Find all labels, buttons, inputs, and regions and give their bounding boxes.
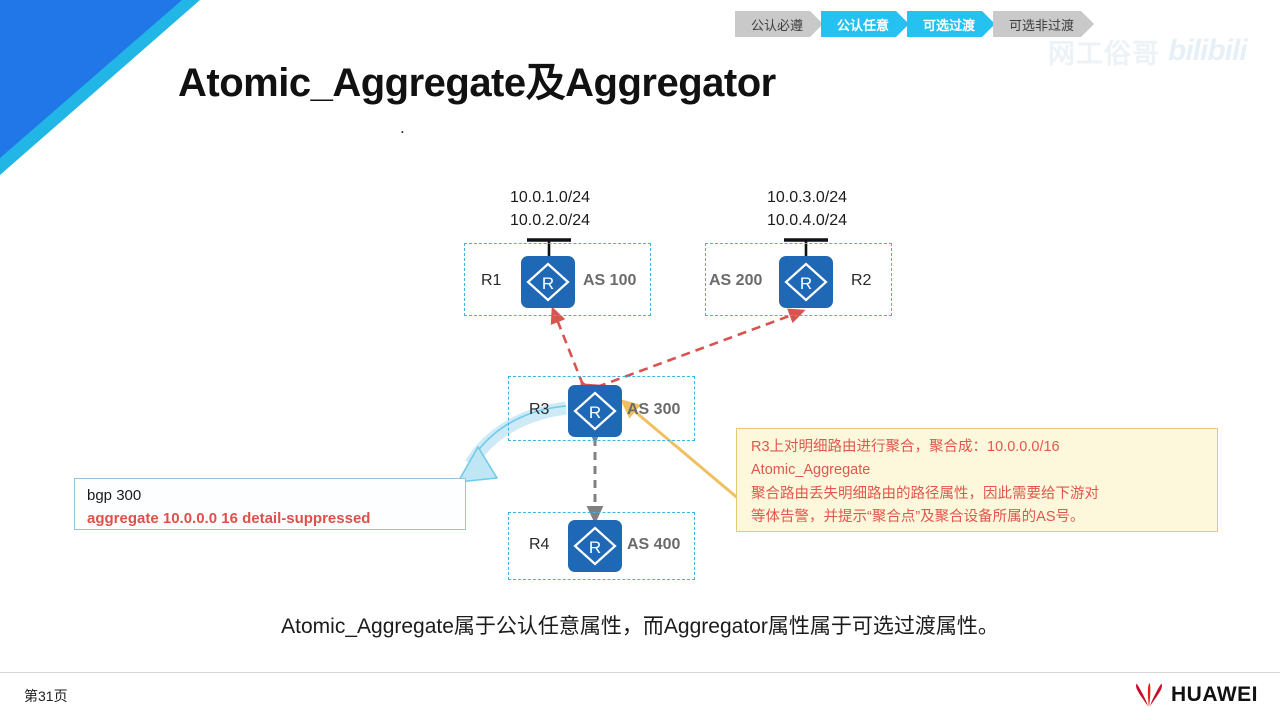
breadcrumb-label-0: 公认必遵	[751, 17, 804, 33]
router-label-r1: R1	[481, 272, 502, 289]
network-prefix: 10.0.1.0/24	[509, 189, 591, 206]
router-label-r3: R3	[529, 401, 550, 418]
as-boundary-300	[508, 376, 695, 441]
callout-line-0: R3上对明细路由进行聚合，聚合成：10.0.0.0/16	[751, 439, 1060, 455]
config-line-aggregate: aggregate 10.0.0.0 16 detail-suppressed	[87, 509, 371, 527]
svg-text:R: R	[589, 538, 601, 557]
page-title: Atomic_Aggregate及Aggregator	[178, 61, 776, 105]
breadcrumb: 公认必遵 公认任意 可选过渡 可选非过渡	[735, 11, 1092, 37]
svg-text:R: R	[542, 274, 554, 293]
router-label-r4: R4	[529, 536, 550, 553]
breadcrumb-item-1[interactable]: 公认任意	[821, 11, 909, 37]
config-callout-box: bgp 300 aggregate 10.0.0.0 16 detail-sup…	[74, 478, 466, 530]
huawei-logo: HUAWEI	[1134, 682, 1258, 708]
router-label-r2: R2	[851, 272, 872, 289]
as-label-200: AS 200	[709, 272, 763, 289]
router-icon: R	[526, 262, 570, 302]
router-icon: R	[573, 391, 617, 431]
router-icon: R	[784, 262, 828, 302]
svg-text:R: R	[589, 403, 601, 422]
breadcrumb-label-2: 可选过渡	[923, 17, 976, 33]
breadcrumb-item-0[interactable]: 公认必遵	[735, 11, 823, 37]
huawei-flower-icon	[1136, 683, 1162, 708]
breadcrumb-item-3[interactable]: 可选非过渡	[993, 11, 1094, 37]
page-number: 第31页	[24, 688, 68, 704]
router-r3[interactable]: R	[568, 385, 622, 437]
breadcrumb-label-3: 可选非过渡	[1009, 17, 1075, 33]
router-r1[interactable]: R	[521, 256, 575, 308]
as-label-100: AS 100	[583, 272, 637, 289]
summary-caption: Atomic_Aggregate属于公认任意属性，而Aggregator属性属于…	[281, 615, 999, 638]
callout-line-2: 聚合路由丢失明细路由的路径属性，因此需要给下游对	[751, 485, 1099, 502]
router-r4[interactable]: R	[568, 520, 622, 572]
breadcrumb-item-2[interactable]: 可选过渡	[907, 11, 995, 37]
as-label-400: AS 400	[627, 536, 681, 553]
network-prefix: 10.0.4.0/24	[766, 212, 848, 230]
huawei-wordmark: HUAWEI	[1171, 683, 1258, 706]
footer-divider	[0, 672, 1280, 673]
router-icon: R	[573, 526, 617, 566]
config-line-bgp: bgp 300	[87, 487, 142, 504]
as-boundary-400	[508, 512, 695, 580]
breadcrumb-label-1: 公认任意	[837, 17, 890, 33]
as-boundary-100	[464, 243, 651, 316]
svg-text:R: R	[800, 274, 812, 293]
network-prefix: 10.0.2.0/24	[509, 212, 591, 230]
router-r2[interactable]: R	[779, 256, 833, 308]
callout-line-3: 等体告警，并提示“聚合点”及聚合设备所属的AS号。	[751, 509, 1085, 526]
as-boundary-200	[705, 243, 892, 316]
callout-line-1: Atomic_Aggregate	[751, 462, 871, 479]
network-label-r1: 10.0.1.0/24 10.0.2.0/24	[470, 186, 630, 232]
as-label-300: AS 300	[627, 401, 681, 418]
network-prefix: 10.0.3.0/24	[766, 189, 848, 206]
title-subdot: .	[400, 118, 405, 137]
network-label-r2: 10.0.3.0/24 10.0.4.0/24	[727, 186, 887, 232]
annotation-callout: R3上对明细路由进行聚合，聚合成：10.0.0.0/16 Atomic_Aggr…	[736, 428, 1218, 532]
